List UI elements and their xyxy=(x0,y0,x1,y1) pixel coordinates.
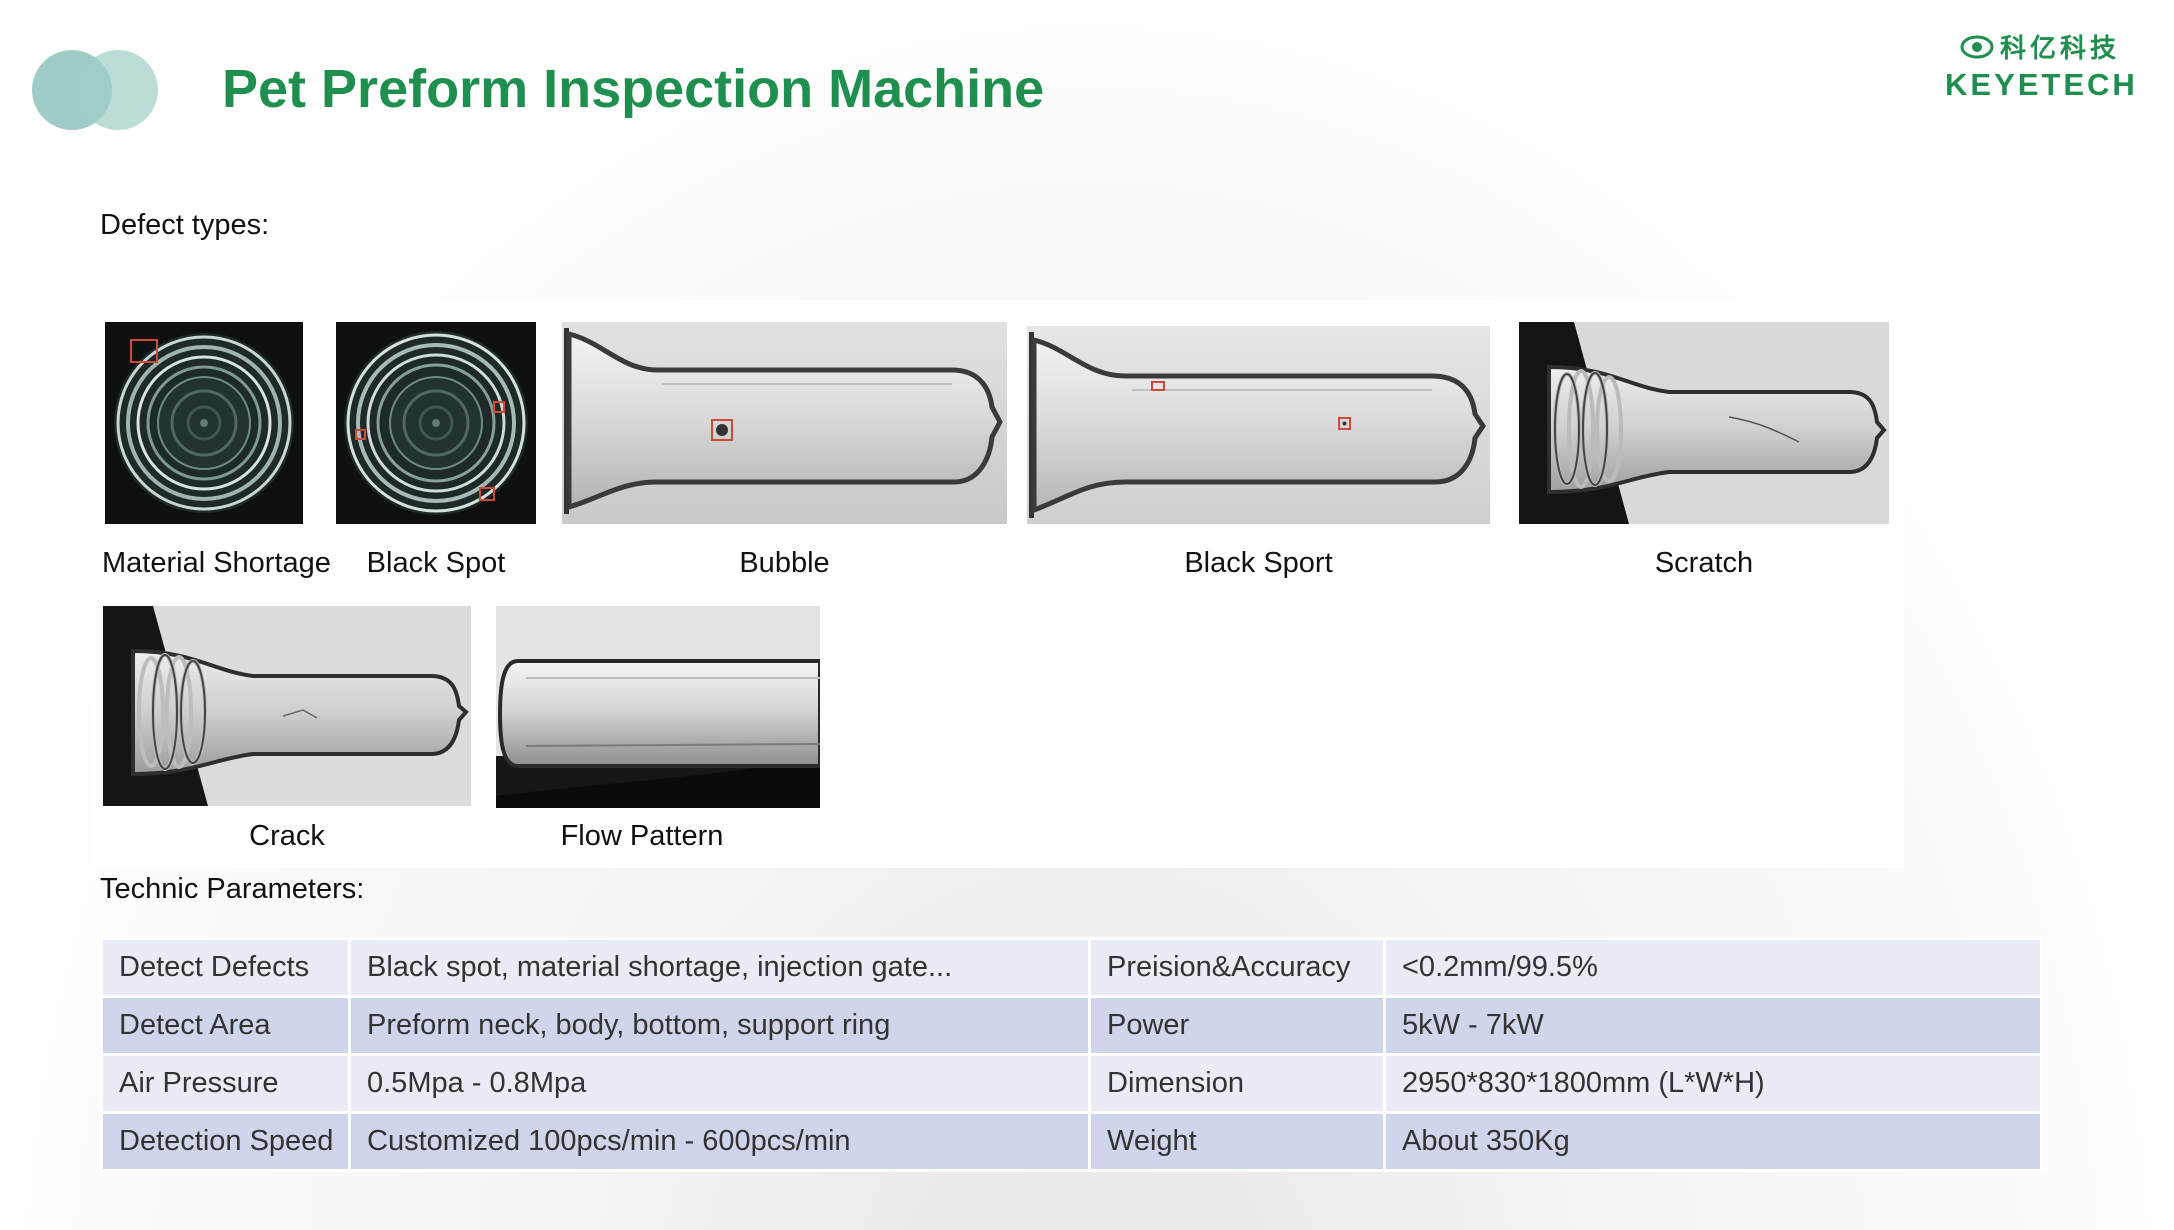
param-value: 0.5Mpa - 0.8Mpa xyxy=(348,1053,1091,1114)
param-value: Black spot, material shortage, injection… xyxy=(348,937,1091,998)
param-name: Detect Area xyxy=(100,995,351,1056)
param-value: <0.2mm/99.5% xyxy=(1383,937,2043,998)
bubble-image xyxy=(562,322,1007,524)
brand-logo: 科亿科技 KEYETECH xyxy=(1945,28,2135,103)
black-spot-image xyxy=(336,322,536,524)
page-title: Pet Preform Inspection Machine xyxy=(222,59,1045,119)
black-sport-image xyxy=(1027,326,1490,524)
param-value: Customized 100pcs/min - 600pcs/min xyxy=(348,1111,1091,1172)
param-name: Detection Speed xyxy=(100,1111,351,1172)
technic-parameters-table: Detect Defects Black spot, material shor… xyxy=(100,937,2043,1172)
table-row: Detect Area Preform neck, body, bottom, … xyxy=(100,995,2043,1056)
param-name: Dimension xyxy=(1088,1053,1386,1114)
defect-caption: Flow Pattern xyxy=(560,820,724,852)
defect-caption: Crack xyxy=(249,820,325,852)
scratch-image xyxy=(1519,322,1889,524)
logo-circles-icon xyxy=(32,50,158,130)
param-value: Preform neck, body, bottom, support ring xyxy=(348,995,1091,1056)
eye-logo-icon xyxy=(1960,35,1994,58)
param-name: Weight xyxy=(1088,1111,1386,1172)
defect-caption: Scratch xyxy=(1654,547,1754,579)
flow-pattern-image xyxy=(496,606,820,808)
defect-caption: Material Shortage xyxy=(102,547,331,579)
param-name: Preision&Accuracy xyxy=(1088,937,1386,998)
table-row: Air Pressure 0.5Mpa - 0.8Mpa Dimension 2… xyxy=(100,1053,2043,1114)
defect-caption: Bubble xyxy=(739,547,830,579)
param-value: 5kW - 7kW xyxy=(1383,995,2043,1056)
table-row: Detect Defects Black spot, material shor… xyxy=(100,937,2043,998)
technic-parameters-heading: Technic Parameters: xyxy=(100,873,365,905)
material-shortage-image xyxy=(105,322,303,524)
defect-types-heading: Defect types: xyxy=(100,209,270,241)
defect-caption: Black Sport xyxy=(1184,547,1333,579)
brand-name-cn: 科亿科技 xyxy=(1999,33,2120,63)
brand-name-en: KEYETECH xyxy=(1945,67,2138,102)
param-name: Detect Defects xyxy=(100,937,351,998)
defect-gallery: Material Shortage Black Spot xyxy=(92,300,1904,868)
defect-caption: Black Spot xyxy=(366,547,506,579)
param-name: Air Pressure xyxy=(100,1053,351,1114)
param-value: About 350Kg xyxy=(1383,1111,2043,1172)
param-value: 2950*830*1800mm (L*W*H) xyxy=(1383,1053,2043,1114)
crack-image xyxy=(103,606,471,806)
param-name: Power xyxy=(1088,995,1386,1056)
table-row: Detection Speed Customized 100pcs/min - … xyxy=(100,1111,2043,1172)
